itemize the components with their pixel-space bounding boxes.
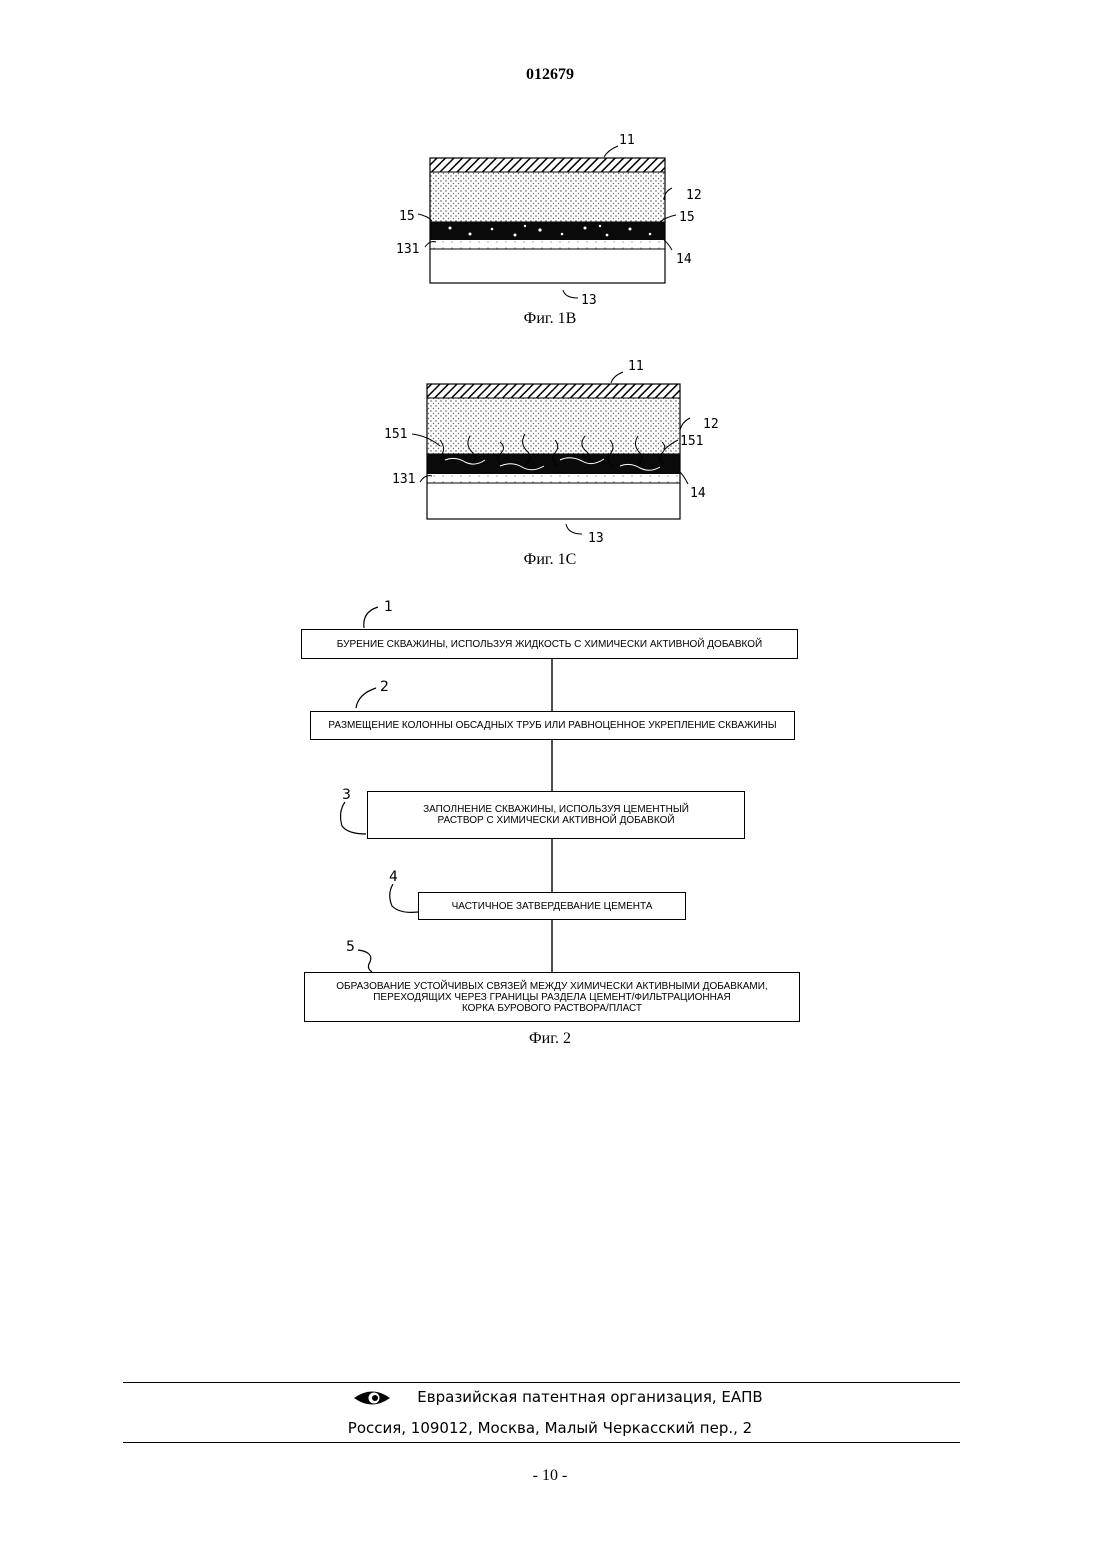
fig2-step-5-text-line1: Образование устойчивых связей между хими…: [336, 981, 767, 992]
fig1b-layer-131-dotted: [430, 240, 665, 249]
fig1b-layer-15-dark: [430, 222, 665, 240]
fig1b-label-131: 131: [396, 242, 419, 257]
fig1c-layer-12-stippled: [427, 398, 680, 454]
fig1c-label-11: 11: [628, 359, 644, 374]
fig1b-label-15-right: 15: [679, 210, 695, 225]
fig1b-label-11: 11: [619, 133, 635, 148]
fig1c-label-14: 14: [690, 486, 706, 501]
fig1c-leader-12: [680, 418, 690, 430]
fig2-step-4-number: 4: [389, 869, 398, 885]
fig1c-layer-131-dotted: [427, 474, 680, 483]
fig1c-label-151-left: 151: [384, 427, 407, 442]
fig2-caption: Фиг. 2: [450, 1030, 650, 1048]
fig2-step-1-text: Бурение скважины, используя жидкость с х…: [337, 639, 762, 650]
fig2-step-1-number: 1: [384, 599, 393, 615]
fig2-step-5-text-line3: корка бурового раствора/пласт: [336, 1003, 767, 1014]
fig2-step-2-text: Размещение колонны обсадных труб или рав…: [328, 720, 776, 731]
fig1c-layer-11-hatched: [427, 384, 680, 398]
fig2-step-3-number: 3: [342, 787, 351, 803]
fig1c-caption: Фиг. 1С: [450, 551, 650, 569]
fig1b-label-12: 12: [686, 188, 702, 203]
fig2-step-5-box: Образование устойчивых связей между хими…: [304, 972, 800, 1022]
fig2-step-leaders: [341, 607, 418, 972]
fig2-step-3-box: Заполнение скважины, используя цементный…: [367, 791, 745, 839]
fig1b-layer-12-stippled: [430, 172, 665, 222]
fig1c-leader-11: [611, 372, 623, 383]
fig1b-label-13: 13: [581, 293, 597, 308]
fig1b-leader-11: [604, 146, 618, 157]
fig1c-label-12: 12: [703, 417, 719, 432]
footer-address: Россия, 109012, Москва, Малый Черкасский…: [0, 1419, 1100, 1437]
fig2-step-4-text: Частичное затвердевание цемента: [452, 901, 653, 912]
figures-drawing: 11 12 15 15 131 14 13: [0, 0, 1100, 1100]
fig1c-layer-13-base: [427, 483, 680, 519]
fig2-step-5-number: 5: [346, 939, 355, 955]
footer-bottom-rule: [123, 1442, 960, 1443]
fig1c-label-131: 131: [392, 472, 415, 487]
fig2-step-4-box: Частичное затвердевание цемента: [418, 892, 686, 920]
fig1b-layer-11-hatched: [430, 158, 665, 172]
fig1b-leader-13: [563, 290, 578, 298]
fig2-step-3-text-line1: Заполнение скважины, используя цементный: [423, 804, 689, 815]
fig2-step-2-box: Размещение колонны обсадных труб или рав…: [310, 711, 795, 740]
figure-1b: 11 12 15 15 131 14 13: [396, 133, 702, 308]
page-number: - 10 -: [0, 1467, 1100, 1485]
footer-org: Евразийская патентная организация, ЕАПВ: [0, 1388, 1100, 1406]
fig1b-label-14: 14: [676, 252, 692, 267]
fig1c-label-151-right: 151: [680, 434, 703, 449]
footer-top-rule: [123, 1382, 960, 1383]
fig1c-leader-14: [680, 472, 688, 484]
fig2-step-5-text-line2: переходящих через границы раздела цемент…: [336, 992, 767, 1003]
fig2-step-3-text-line2: раствор с химически активной добавкой: [423, 815, 689, 826]
fig1c-label-13: 13: [588, 531, 604, 546]
fig1c-leader-13: [566, 524, 582, 534]
fig1b-layer-13-base: [430, 249, 665, 283]
fig2-step-2-number: 2: [380, 679, 389, 695]
fig1b-label-15-left: 15: [399, 209, 415, 224]
fig2-step-1-box: Бурение скважины, используя жидкость с х…: [301, 629, 798, 659]
fig1b-caption: Фиг. 1В: [450, 310, 650, 328]
figure-1c: 11 12 151 151 131 14 13: [384, 359, 719, 546]
